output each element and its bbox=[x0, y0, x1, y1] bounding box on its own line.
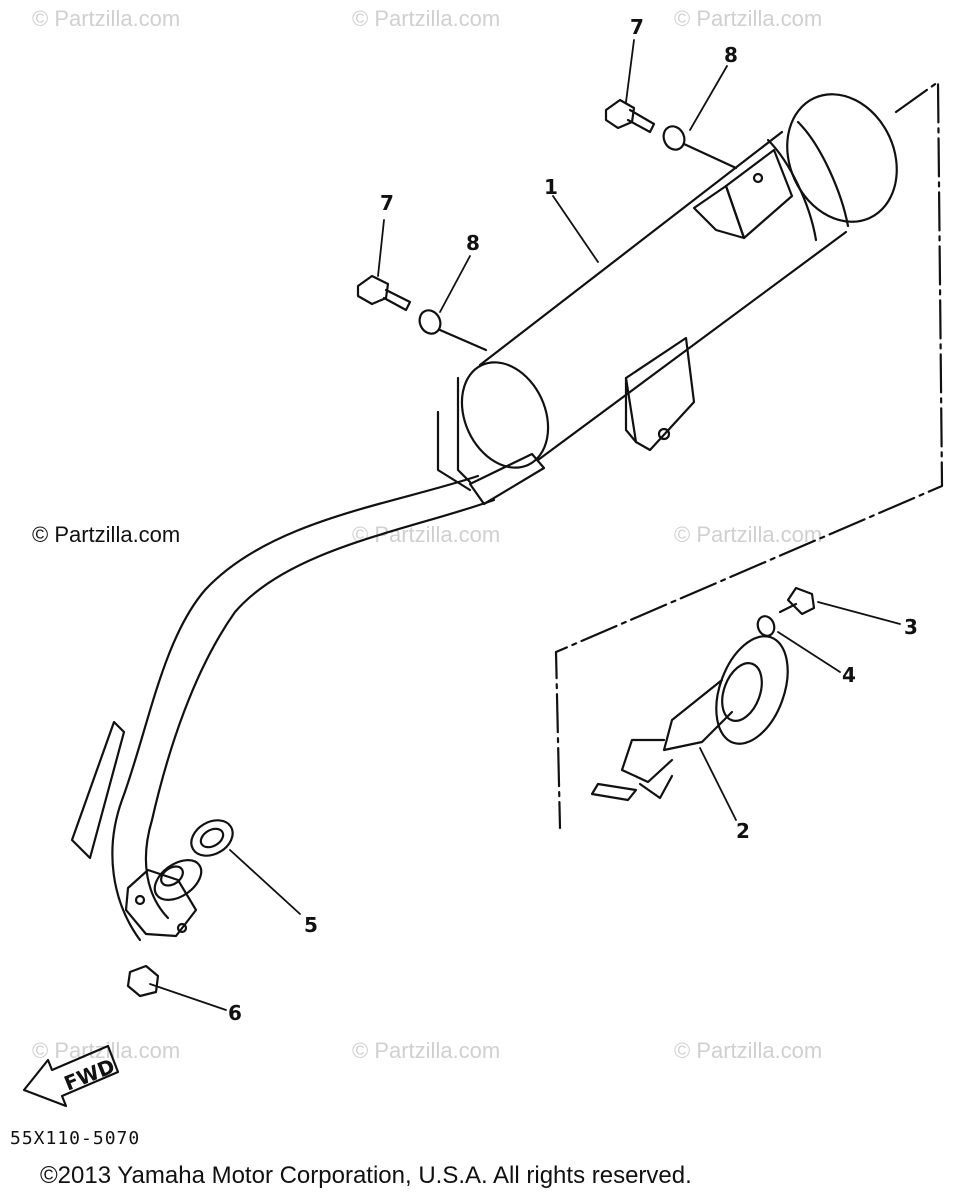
callout-4: 4 bbox=[842, 663, 856, 687]
callout-3: 3 bbox=[904, 615, 918, 639]
watermark-bottom-left: © Partzilla.com bbox=[32, 1038, 181, 1063]
washer-upper bbox=[662, 125, 738, 170]
watermark-top-right: © Partzilla.com bbox=[674, 6, 823, 31]
watermark-bottom-center: © Partzilla.com bbox=[352, 1038, 501, 1063]
callout-8-upper: 8 bbox=[724, 43, 738, 67]
exhaust-port-flange bbox=[124, 859, 203, 938]
exhaust-header-pipe bbox=[70, 474, 496, 942]
watermark-top-center: © Partzilla.com bbox=[352, 6, 501, 31]
watermark-bottom-right: © Partzilla.com bbox=[674, 1038, 823, 1063]
watermark-top-left: © Partzilla.com bbox=[32, 6, 181, 31]
watermark-mid-right: © Partzilla.com bbox=[674, 522, 823, 547]
leader-lines bbox=[149, 39, 901, 1011]
washer-lower bbox=[418, 309, 488, 352]
assembly-boundary bbox=[554, 80, 944, 830]
copyright-notice: ©2013 Yamaha Motor Corporation, U.S.A. A… bbox=[40, 1162, 692, 1189]
callout-7-lower: 7 bbox=[380, 191, 394, 215]
callout-2: 2 bbox=[736, 819, 750, 843]
callout-8-lower: 8 bbox=[466, 231, 480, 255]
callout-7-upper: 7 bbox=[630, 15, 644, 39]
bolt-lower bbox=[356, 274, 412, 312]
watermark-mid-center: © Partzilla.com bbox=[352, 522, 501, 547]
nut bbox=[126, 964, 160, 998]
reference-code: 55X110-5070 bbox=[10, 1128, 141, 1149]
spark-arrester bbox=[590, 635, 789, 802]
callout-5: 5 bbox=[304, 913, 318, 937]
muffler-body bbox=[436, 93, 898, 506]
callout-6: 6 bbox=[228, 1001, 242, 1025]
bolt-upper bbox=[604, 98, 656, 134]
washer-screw bbox=[756, 615, 776, 637]
screw bbox=[778, 586, 816, 616]
fwd-label: FWD bbox=[61, 1054, 119, 1096]
callout-1: 1 bbox=[544, 175, 558, 199]
gasket bbox=[190, 819, 234, 857]
watermark-prominent: © Partzilla.com bbox=[32, 522, 181, 547]
callout-labels: 1 2 3 4 5 6 7 7 8 8 FWD bbox=[61, 15, 918, 1096]
fwd-arrow-icon bbox=[22, 1044, 120, 1108]
